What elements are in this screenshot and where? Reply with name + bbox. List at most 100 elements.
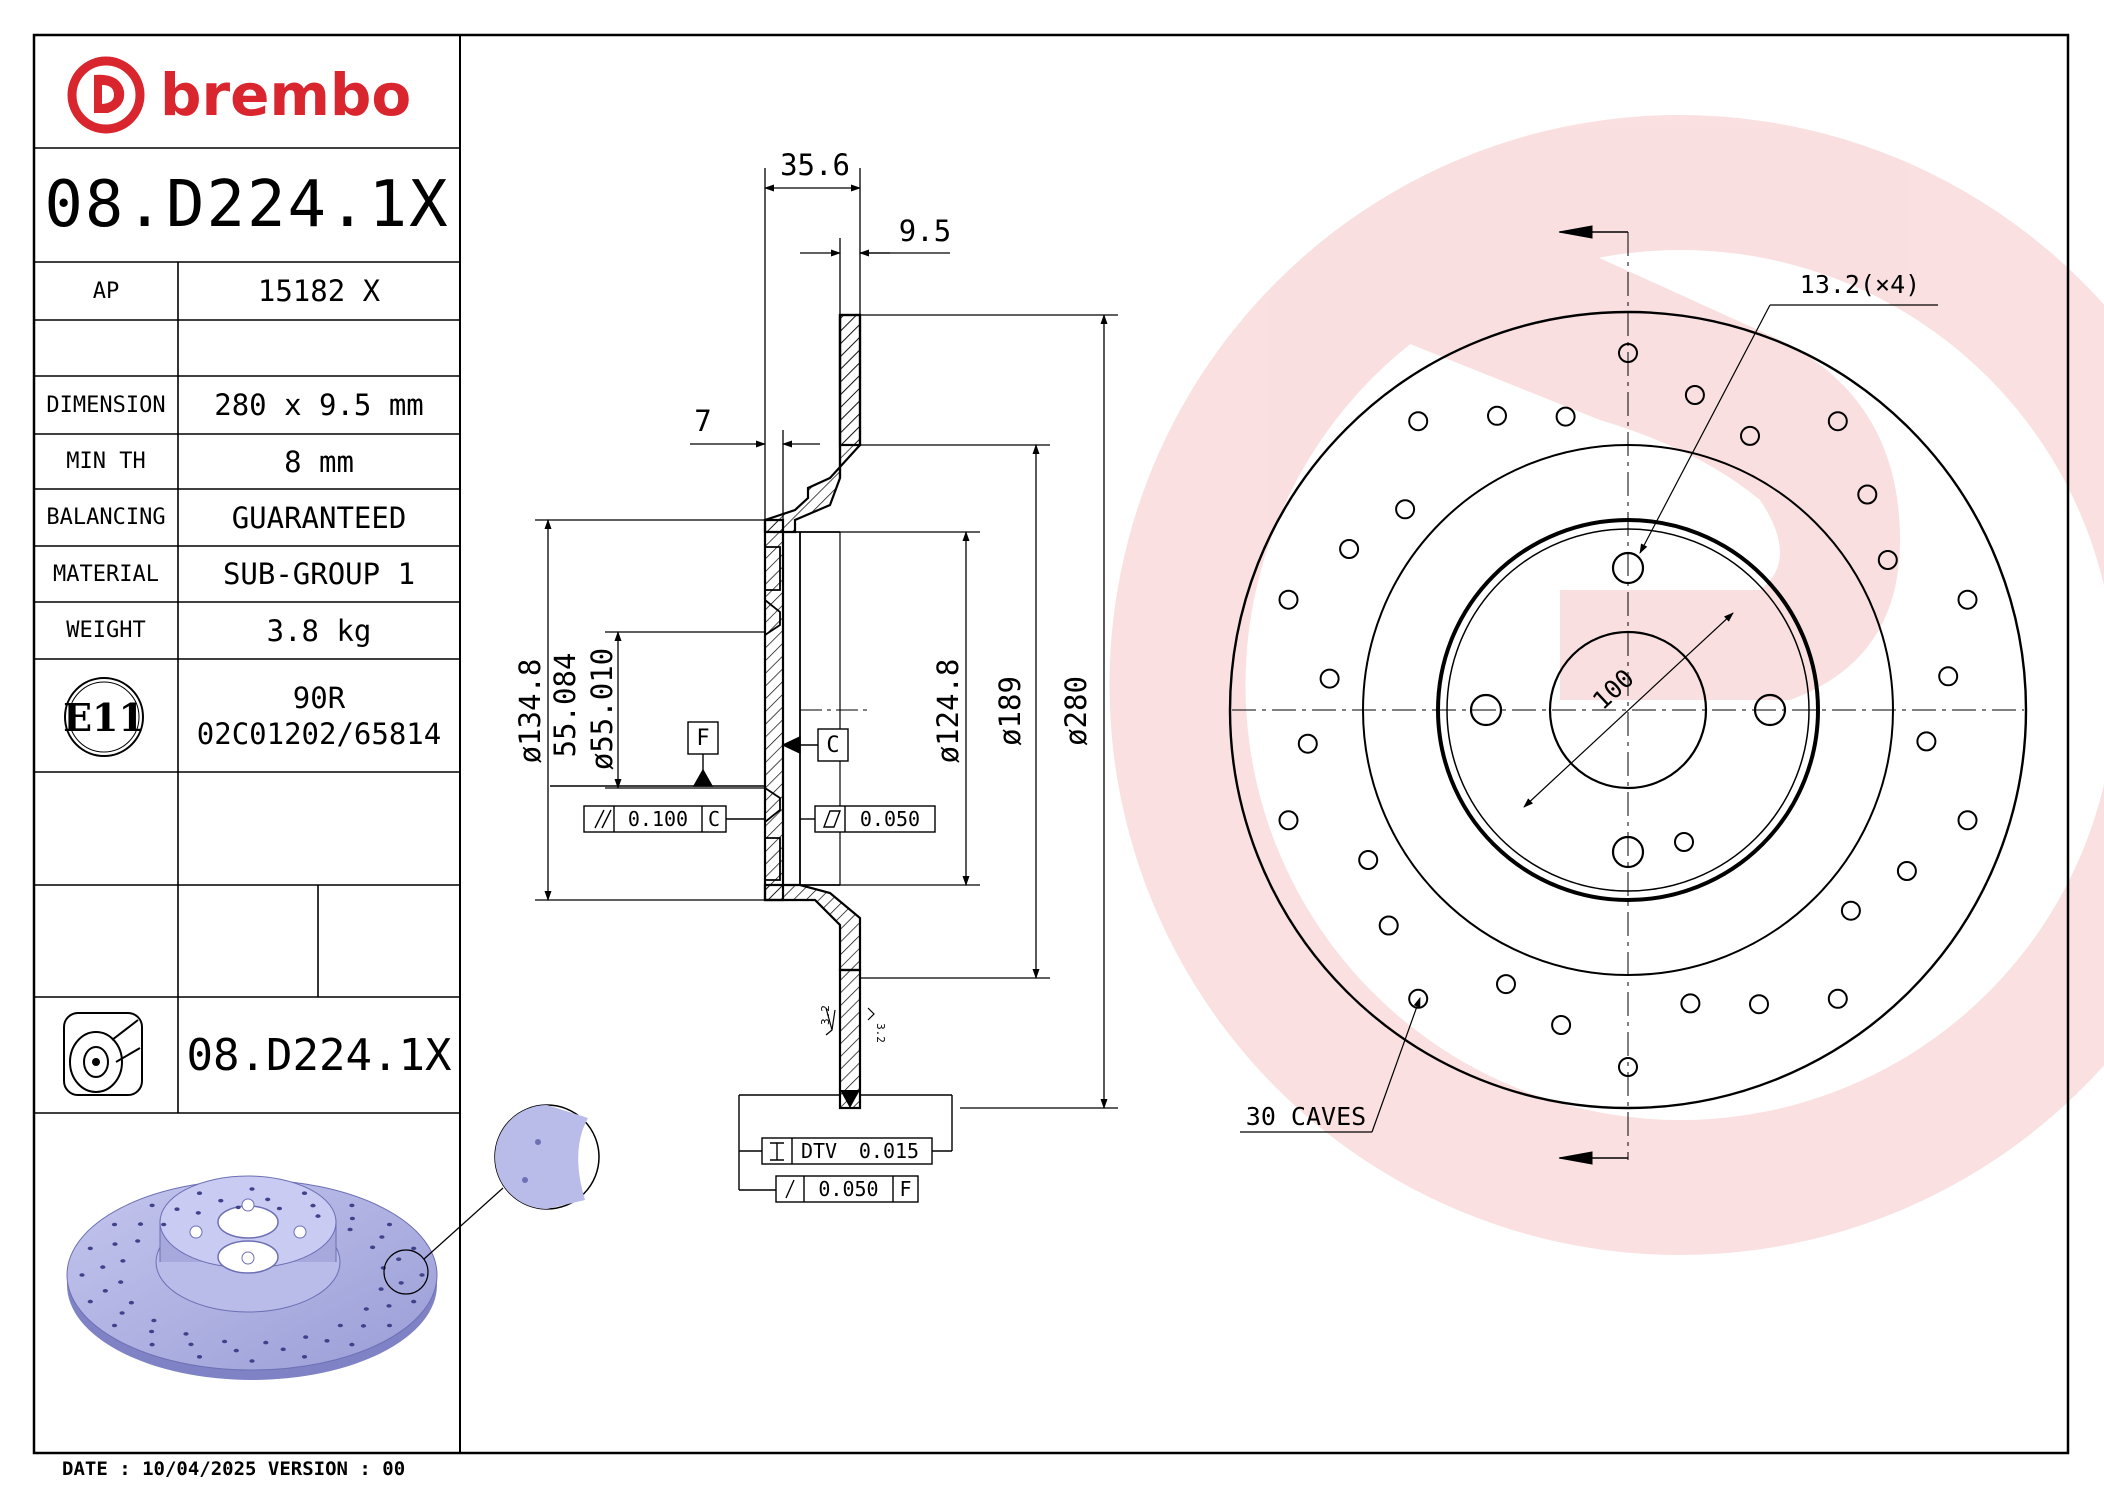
flatness-value: 0.050 [859,807,921,831]
disc-type-icon [63,1012,143,1096]
cross-drill-hole [1857,484,1878,505]
homologation-line1: 90R [292,681,346,715]
disc-3d-hole [196,1191,203,1195]
brembo-logo-icon [67,56,145,134]
disc-3d-hole [386,1304,392,1308]
disc-3d-hole [111,1222,118,1227]
cross-drill-hole [1896,861,1917,881]
disc-3d-hole [280,1347,286,1352]
dtv-value: 0.015 [858,1139,920,1163]
disc-3d-hole [135,1239,141,1243]
disc-3d-hole [100,1265,106,1269]
disc-3d-hole [419,1273,425,1277]
disc-3d-cross-drill-holes [79,1187,425,1363]
disc-front-view [1228,225,2028,1165]
dim-d280: ø280 [1059,676,1093,746]
disc-3d-hole [378,1287,384,1291]
cross-drill-hole [1618,1057,1638,1077]
disc-3d-hole [301,1191,308,1195]
disc-3d-hole [120,1259,126,1263]
disc-3d-hole [87,1299,93,1304]
datum-symbols [550,721,849,787]
spec-value: 15182 X [257,274,381,308]
cross-drill-hole [1684,385,1705,405]
cross-drill-hole [1339,539,1360,559]
cross-drill-hole [1408,411,1429,432]
disc-3d-hole [337,1323,343,1328]
cross-drill-hole [1827,411,1848,432]
parallelism-value: 0.100 [627,807,689,831]
caves-label: 30 CAVES [1245,1101,1367,1131]
disc-3d-hole [411,1246,417,1251]
title-block-grid [34,147,460,1454]
homologation-line2: 02C01202/65814 [196,717,442,751]
disc-3d-hole [349,1203,355,1208]
disc-3d-hole [128,1300,134,1305]
cross-drill-hole [1487,405,1507,426]
cross-drill-hole [1840,900,1861,921]
cross-drill-hole [1938,666,1959,687]
disc-3d-hole [347,1227,353,1232]
dim-d55-max: 55.084 [548,652,582,758]
disc-3d-hole [119,1311,125,1315]
cross-drill-hole [1378,915,1399,936]
cross-drill-hole [1278,810,1299,831]
cross-drill-hole [1680,993,1701,1014]
disc-3d-hole [102,1289,108,1293]
disc-3d-hole [249,1187,255,1191]
disc-3d-hole [315,1214,321,1218]
runout-value: 0.050 [818,1177,879,1201]
cross-drill-hole [1408,988,1429,1009]
disc-3d-hole [349,1342,355,1347]
disc-3d-hole [379,1235,385,1239]
disc-3d-hole [174,1207,180,1211]
zoom-detail-bubble [383,1104,600,1295]
spec-label: DIMENSION [46,392,166,418]
homologation-mark: E11 [63,694,145,740]
dim-overall-width: 35.6 [780,148,850,182]
cross-drill-hole [1555,406,1576,427]
hole-callout: 13.2(×4) [1799,269,1921,299]
datum-c-label: C [826,732,840,758]
spec-label [34,320,178,376]
disc-3d-hole [137,1222,144,1226]
cross-drill-hole [1827,988,1848,1009]
datum-f-label: F [696,725,710,751]
disc-3d-hole [235,1205,241,1210]
cross-drill-holes [1278,343,1978,1077]
disc-3d-hole [276,1206,282,1211]
dim-disc-thickness: 9.5 [898,214,952,248]
disc-3d-hole [195,1211,201,1215]
disc-3d-hole [301,1355,308,1359]
cross-drill-hole [1957,810,1978,831]
disc-3d-hole [386,1323,393,1328]
disc-3d-hole [263,1340,269,1345]
disc-3d-hole [411,1299,417,1304]
dim-d55-min: ø55.010 [585,647,619,771]
roughness-a: 3.2 [818,1005,832,1025]
dim-d134-8: ø134.8 [513,658,547,764]
cross-drill-hole [1297,733,1318,754]
brand-wordmark: brembo [160,61,412,129]
cross-drill-hole [1749,994,1769,1015]
dim-hat-offset: 7 [694,404,712,438]
dtv-label: DTV [800,1139,838,1163]
disc-3d-hole [218,1198,224,1203]
disc-3d-hole [151,1318,157,1323]
cross-drill-hole [1319,668,1340,689]
disc-3d-hole [370,1245,376,1250]
disc-3d-hole [79,1273,85,1277]
disc-3d-render [66,1175,438,1380]
cross-drill-hole [1496,974,1516,995]
cross-drill-hole [1877,550,1898,570]
roughness-b: 3.2 [874,1023,888,1043]
dim-d189: ø189 [993,676,1027,746]
disc-3d-hole [324,1339,330,1343]
disc-3d-hole [183,1332,189,1336]
disc-3d-hole [149,1342,155,1347]
spec-label: MATERIAL [53,561,159,587]
cross-drill-hole [1916,731,1937,752]
spec-label: WEIGHT [66,618,146,643]
spec-value: 280 x 9.5 mm [214,388,424,422]
disc-3d-hole [161,1222,167,1227]
